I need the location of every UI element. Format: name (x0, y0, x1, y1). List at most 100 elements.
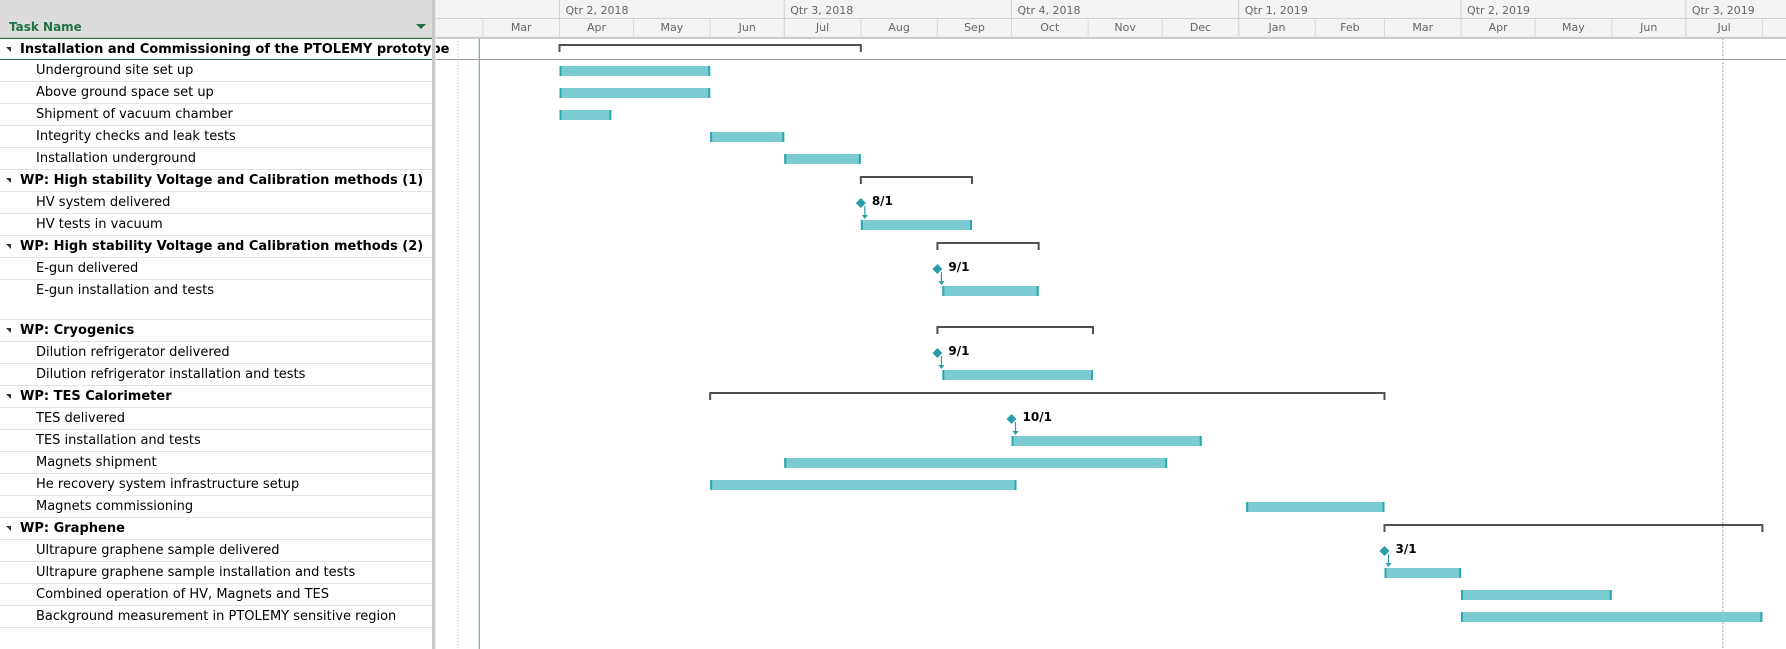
task-row[interactable]: He recovery system infrastructure setup (0, 474, 432, 496)
summary-task-row[interactable]: WP: High stability Voltage and Calibrati… (0, 170, 432, 192)
task-bar-start-cap (942, 286, 945, 296)
summary-task-row[interactable]: WP: Cryogenics (0, 320, 432, 342)
task-bar-end-cap (1382, 502, 1385, 512)
collapse-triangle-icon[interactable] (6, 244, 11, 249)
task-name-label: WP: Graphene (20, 521, 125, 536)
task-bar-start-cap (710, 480, 713, 490)
task-name-label: Shipment of vacuum chamber (36, 107, 233, 122)
milestone-date-label: 10/1 (1023, 410, 1052, 424)
milestone-date-label: 9/1 (948, 344, 969, 358)
task-name-label: WP: High stability Voltage and Calibrati… (20, 173, 424, 188)
month-label: Jul (1716, 21, 1730, 34)
task-row[interactable]: Dilution refrigerator installation and t… (0, 364, 432, 386)
task-row[interactable]: Above ground space set up (0, 82, 432, 104)
task-name-label: Magnets commissioning (36, 499, 194, 514)
collapse-triangle-icon[interactable] (6, 526, 11, 531)
summary-bar (936, 326, 1095, 334)
month-label: Apr (587, 21, 607, 34)
month-label: Jun (1639, 21, 1657, 34)
task-bar (710, 480, 1017, 490)
task-bar (559, 88, 711, 98)
collapse-triangle-icon[interactable] (6, 178, 11, 183)
summary-bar (558, 44, 862, 52)
milestone-diamond (932, 264, 943, 274)
summary-task-row[interactable]: WP: Graphene (0, 518, 432, 540)
summary-task-row[interactable]: Installation and Commissioning of the PT… (0, 38, 449, 60)
milestone-diamond (932, 348, 943, 358)
task-bar-end-cap (1165, 458, 1168, 468)
summary-bar (936, 242, 1040, 250)
task-name-label: Dilution refrigerator installation and t… (36, 367, 306, 382)
task-row[interactable]: Installation underground (0, 148, 432, 170)
milestone-date-label: 9/1 (948, 260, 969, 274)
task-bar (1384, 568, 1462, 578)
month-label: Aug (888, 21, 909, 34)
task-bar-end-cap (858, 154, 861, 164)
task-name-label: Background measurement in PTOLEMY sensit… (36, 609, 397, 624)
task-row[interactable]: Integrity checks and leak tests (0, 126, 432, 148)
task-row[interactable]: Magnets commissioning (0, 496, 432, 518)
task-row[interactable]: Combined operation of HV, Magnets and TE… (0, 584, 432, 606)
task-name-label: He recovery system infrastructure setup (36, 477, 300, 492)
task-row[interactable]: Magnets shipment (0, 452, 432, 474)
summary-task-row[interactable]: WP: High stability Voltage and Calibrati… (0, 236, 432, 258)
month-label: Mar (511, 21, 532, 34)
task-bar (942, 370, 1094, 380)
task-name-label: WP: TES Calorimeter (20, 389, 172, 404)
month-label: Nov (1114, 21, 1136, 34)
milestone-task-row[interactable]: HV system delivered (0, 192, 432, 214)
task-bar-end-cap (1091, 370, 1094, 380)
task-row[interactable]: E-gun installation and tests (0, 280, 432, 320)
task-name-label: Dilution refrigerator delivered (36, 345, 230, 360)
task-bar-start-cap (1461, 612, 1464, 622)
task-name-label: Magnets shipment (36, 455, 157, 470)
task-bar-start-cap (1384, 568, 1387, 578)
month-label: Mar (1412, 21, 1433, 34)
task-name-label: Ultrapure graphene sample delivered (36, 543, 280, 558)
task-name-column-header[interactable]: Task Name (0, 0, 432, 38)
quarter-label: Qtr 1, 2019 (1245, 4, 1308, 17)
summary-bar (709, 392, 1386, 400)
summary-task-row[interactable]: WP: TES Calorimeter (0, 386, 432, 408)
task-row[interactable]: Ultrapure graphene sample installation a… (0, 562, 432, 584)
task-row[interactable]: HV tests in vacuum (0, 214, 432, 236)
dependency-arrowhead (861, 215, 868, 219)
month-label: May (1562, 21, 1585, 34)
quarter-label: Qtr 2, 2019 (1467, 4, 1530, 17)
task-sheet: Task Name Installation and Commissioning… (0, 0, 449, 649)
milestone-diamond (1006, 414, 1017, 424)
task-name-label: WP: Cryogenics (20, 323, 135, 338)
task-row[interactable]: Shipment of vacuum chamber (0, 104, 432, 126)
quarter-label: Qtr 3, 2019 (1692, 4, 1755, 17)
collapse-triangle-icon[interactable] (6, 328, 11, 333)
task-bar-start-cap (860, 220, 863, 230)
task-name-label: TES installation and tests (36, 433, 201, 448)
collapse-triangle-icon[interactable] (6, 47, 11, 52)
milestone-task-row[interactable]: TES delivered (0, 408, 432, 430)
task-name-label: Installation and Commissioning of the PT… (20, 42, 450, 57)
month-label: Jan (1268, 21, 1286, 34)
milestone-task-row[interactable]: E-gun delivered (0, 258, 432, 280)
task-row[interactable]: TES installation and tests (0, 430, 432, 452)
task-bar-start-cap (559, 88, 562, 98)
collapse-triangle-icon[interactable] (6, 394, 11, 399)
task-row[interactable]: Background measurement in PTOLEMY sensit… (0, 606, 432, 628)
task-name-label: Integrity checks and leak tests (36, 129, 236, 144)
task-row[interactable]: Underground site set up (0, 60, 432, 82)
milestone-task-row[interactable]: Ultrapure graphene sample delivered (0, 540, 432, 562)
task-name-header-label: Task Name (9, 20, 82, 34)
month-label: May (661, 21, 684, 34)
task-name-label: E-gun installation and tests (36, 283, 215, 298)
column-filter-dropdown-icon[interactable] (416, 24, 426, 29)
task-bar-start-cap (1246, 502, 1249, 512)
milestone-diamond (1379, 546, 1390, 556)
milestone-date-label: 3/1 (1395, 542, 1416, 556)
task-bar-start-cap (1461, 590, 1464, 600)
task-bar-end-cap (609, 110, 612, 120)
pane-splitter[interactable] (432, 0, 435, 649)
quarter-label: Qtr 4, 2018 (1018, 4, 1081, 17)
task-bar (710, 132, 785, 142)
task-bar-end-cap (1036, 286, 1039, 296)
milestone-task-row[interactable]: Dilution refrigerator delivered (0, 342, 432, 364)
